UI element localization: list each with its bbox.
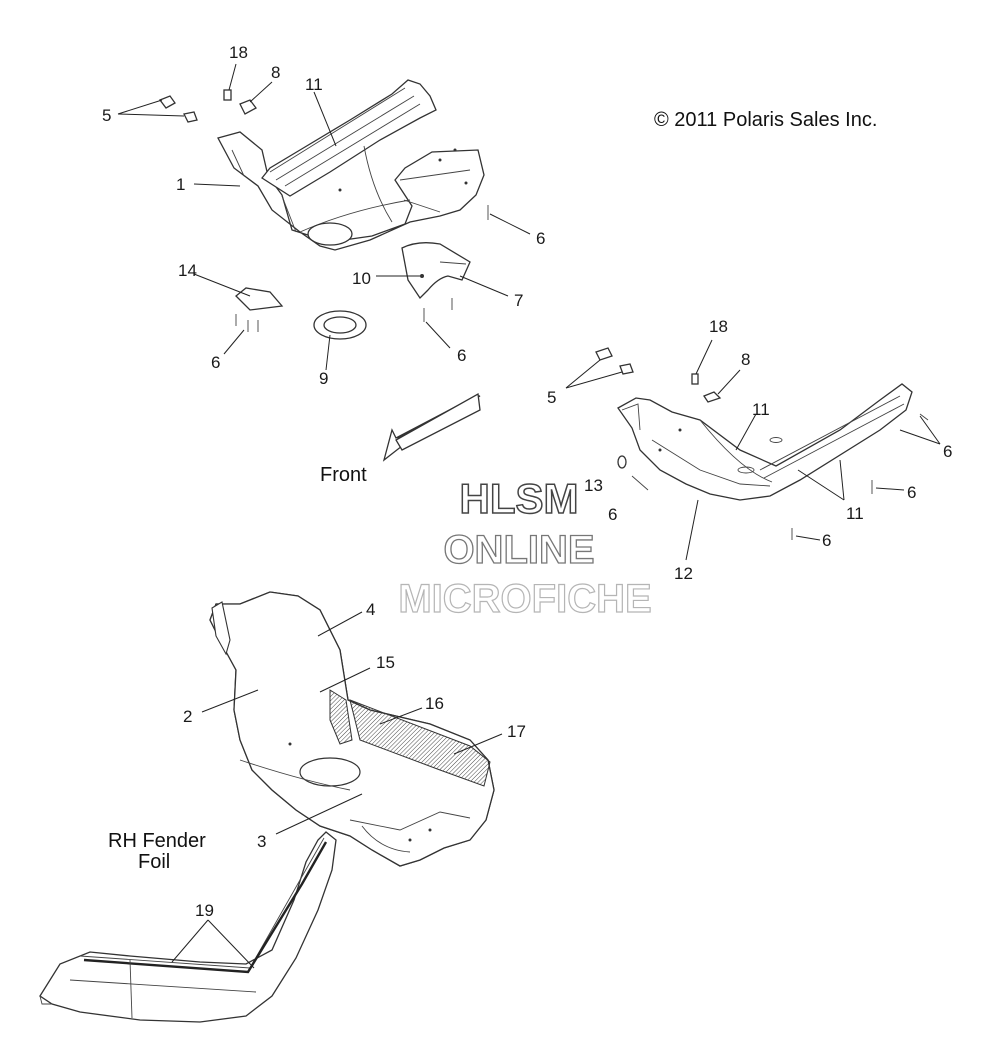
callout-15: 15 [376,653,395,672]
callout-11: 11 [305,75,323,94]
callout-11: 11 [846,504,864,523]
watermark-line3: MICROFICHE [398,577,651,621]
leader-lines-right [565,339,941,561]
callout-3: 3 [257,832,266,851]
callout-8: 8 [741,350,750,369]
leader-lines-lower [201,611,503,835]
front-label: Front [320,464,367,486]
callout-5: 5 [547,388,556,407]
fasteners-top-left [158,89,489,340]
callout-10: 10 [352,269,371,288]
front-direction-arrow [382,392,481,462]
watermark-line2: ONLINE [443,528,594,572]
callout-6: 6 [822,531,831,550]
callout-12: 12 [674,564,693,583]
leader-lines-top-left [117,63,531,371]
callout-19: 19 [195,901,214,920]
callout-6: 6 [907,483,916,502]
callout-6: 6 [943,442,952,461]
callout-6: 6 [536,229,545,248]
callout-6: 6 [608,505,617,524]
floor-panel-assembly-right [617,383,913,501]
callout-18: 18 [709,317,728,336]
callout-4: 4 [366,600,375,619]
callout-13: 13 [584,476,603,495]
fender-foil [39,831,337,1023]
callout-9: 9 [319,369,328,388]
fender-label-line1: RH Fender [108,830,206,852]
callout-5: 5 [102,106,111,125]
watermark-line1: HLSM [460,475,579,522]
callout-6: 6 [457,346,466,365]
callout-11: 11 [752,400,770,419]
fender-label-line2: Foil [138,851,170,873]
callout-2: 2 [183,707,192,726]
callout-7: 7 [514,291,523,310]
callout-8: 8 [271,63,280,82]
callout-17: 17 [507,722,526,741]
copyright-text: © 2011 Polaris Sales Inc. [654,109,877,131]
callout-1: 1 [176,175,185,194]
floor-panel-assembly-top [217,79,485,251]
callout-14: 14 [178,261,197,280]
callout-16: 16 [425,694,444,713]
fasteners-right [595,347,929,540]
watermark: HLSM ONLINE MICROFICHE [398,474,653,621]
callout-18: 18 [229,43,248,62]
callout-6: 6 [211,353,220,372]
floor-panel-assembly-lower [209,591,495,867]
leader-lines-fender [171,919,255,969]
